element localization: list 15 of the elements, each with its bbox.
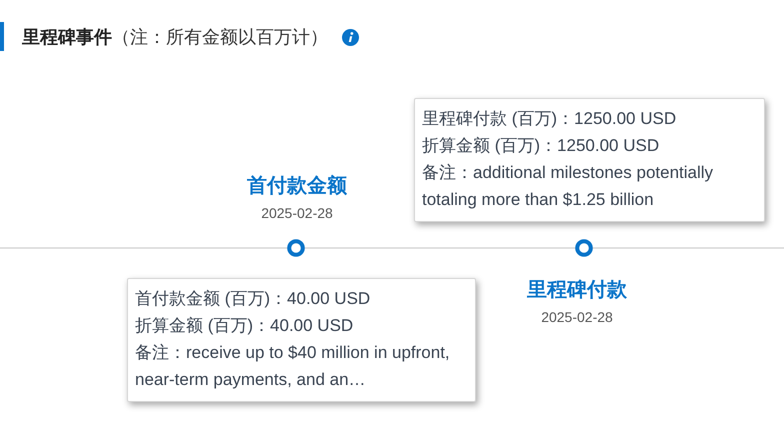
event-title: 首付款金额 [247, 174, 347, 199]
event-title: 里程碑付款 [527, 278, 627, 303]
detail-text: 折算金额 (百万)：1250.00 USD [422, 135, 660, 157]
event-date: 2025-02-28 [541, 308, 613, 327]
tooltip-card [414, 98, 765, 222]
detail-text: 备注：receive up to $40 million in upfront, near-term payments, and an… [135, 342, 451, 391]
detail-text: 首付款金额 (百万)：40.00 USD [135, 288, 372, 310]
timeline-dot-icon [575, 239, 593, 257]
tooltip-card [127, 278, 476, 402]
detail-text: 折算金额 (百万)：40.00 USD [135, 315, 354, 337]
section-title: 里程碑事件（注：所有金额以百万计） [22, 26, 328, 49]
detail-text: 备注：additional milestones potentially totaling more than $1.25 billion [422, 162, 714, 211]
timeline-dot-icon [287, 239, 305, 257]
detail-text: 里程碑付款 (百万)：1250.00 USD [422, 108, 678, 130]
event-date: 2025-02-28 [261, 204, 333, 223]
